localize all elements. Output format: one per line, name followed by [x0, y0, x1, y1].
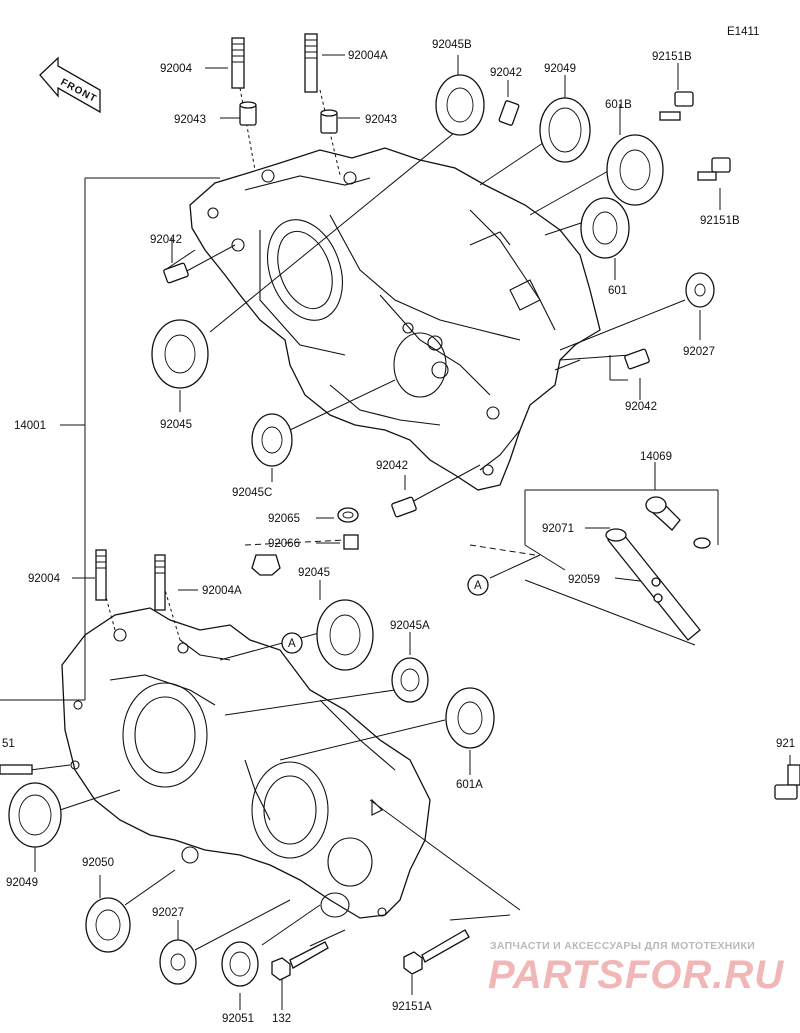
part-bearing-92045-upper — [151, 319, 209, 389]
watermark-brand: PARTSFOR.RU — [488, 953, 784, 997]
part-assembly-14069 — [605, 496, 711, 641]
part-stud-92004-top — [231, 37, 245, 89]
label-92043-left: 92043 — [174, 114, 206, 126]
part-seal-92051 — [221, 941, 259, 987]
label-14001: 14001 — [14, 420, 46, 432]
callout-a-circle-left: A — [467, 574, 489, 596]
callout-a-left-label: A — [474, 580, 482, 592]
part-bearing-92045a — [391, 657, 429, 703]
label-92042-mid: 92042 — [376, 460, 408, 472]
label-92004a-top: 92004A — [348, 50, 388, 62]
callout-a-circle-right: A — [281, 632, 303, 654]
part-stud-92004-bottom — [95, 549, 107, 601]
part-bearing-92045c — [251, 413, 293, 467]
label-51-partial: 51 — [2, 738, 15, 750]
label-92051: 92051 — [222, 1013, 254, 1025]
label-92004-bottom: 92004 — [28, 573, 61, 585]
part-dowel-92042-top — [498, 100, 520, 126]
part-bolt-right-partial — [774, 764, 800, 800]
label-92042-right: 92042 — [625, 401, 657, 413]
part-washer-92065 — [337, 507, 359, 523]
part-bearing-92045b — [435, 74, 485, 136]
label-92043-right: 92043 — [365, 114, 397, 126]
label-92151a: 92151A — [392, 1001, 432, 1013]
label-92050: 92050 — [82, 857, 114, 869]
callout-a-right-label: A — [288, 638, 296, 650]
label-92045c: 92045C — [232, 487, 272, 499]
label-601: 601 — [608, 285, 627, 297]
part-seal-92049-bottom — [8, 782, 62, 848]
label-921-partial: 921 — [776, 738, 795, 750]
label-92004a-bottom: 92004A — [202, 585, 242, 597]
part-bearing-601a — [445, 687, 495, 749]
label-92071: 92071 — [542, 523, 574, 535]
label-601b: 601B — [605, 99, 632, 111]
label-601a: 601A — [456, 779, 483, 791]
crankcase-upper-half — [189, 147, 601, 491]
label-92042-left: 92042 — [150, 234, 182, 246]
part-dowel-92042-mid — [391, 496, 417, 518]
label-92045b: 92045B — [432, 39, 472, 51]
label-92049-top: 92049 — [544, 63, 576, 75]
part-bolt-92151a — [403, 929, 470, 975]
part-bolt-132 — [271, 941, 329, 981]
part-bearing-601b — [606, 134, 664, 206]
watermark: ЗАПЧАСТИ И АКСЕССУАРЫ ДЛЯ МОТОТЕХНИКИ PA… — [488, 940, 784, 997]
label-14069: 14069 — [640, 451, 672, 463]
part-washer-92027-right — [685, 272, 715, 308]
part-bolt-92151b-2 — [697, 157, 731, 181]
front-direction-arrow: FRONT — [39, 56, 101, 114]
part-washer-92027-bottom — [159, 939, 197, 985]
part-dowel-92042-right — [624, 348, 650, 370]
label-92065: 92065 — [268, 513, 300, 525]
part-dowel-92042-left — [163, 262, 189, 284]
part-seal-92050 — [85, 897, 131, 953]
part-bearing-92045-lower — [316, 599, 374, 671]
label-92151b-1: 92151B — [652, 51, 692, 63]
part-number-labels: 92004 92004A 92045B 92042 92049 92151B 9… — [2, 39, 795, 1025]
part-bolt-left-partial — [0, 764, 33, 775]
diagram-code: E1411 — [727, 26, 759, 38]
crankcase-lower-half — [61, 607, 431, 919]
part-plug-92066 — [251, 534, 359, 576]
part-stud-92004a-top — [304, 33, 318, 93]
label-92049-bottom: 92049 — [6, 877, 38, 889]
label-132: 132 — [272, 1013, 291, 1025]
label-92027-right: 92027 — [683, 346, 715, 358]
label-92004-top: 92004 — [160, 63, 193, 75]
label-92042-top: 92042 — [490, 67, 522, 79]
label-92066: 92066 — [268, 538, 300, 550]
part-dowel-92043-right — [320, 109, 338, 134]
leader-lines — [0, 54, 791, 1010]
label-92027-bottom: 92027 — [152, 907, 184, 919]
label-92151b-2: 92151B — [700, 215, 740, 227]
part-seal-92049-top — [539, 97, 591, 163]
part-bolt-92151b-1 — [659, 91, 694, 121]
part-bearing-601 — [580, 197, 630, 259]
label-92045-upper: 92045 — [160, 419, 192, 431]
part-dowel-92043-left — [239, 101, 257, 126]
label-92059: 92059 — [568, 574, 600, 586]
label-92045a: 92045A — [390, 620, 430, 632]
watermark-tagline: ЗАПЧАСТИ И АКСЕССУАРЫ ДЛЯ МОТОТЕХНИКИ — [490, 940, 755, 952]
part-stud-92004a-bottom — [154, 554, 166, 611]
label-92045-lower: 92045 — [298, 567, 330, 579]
